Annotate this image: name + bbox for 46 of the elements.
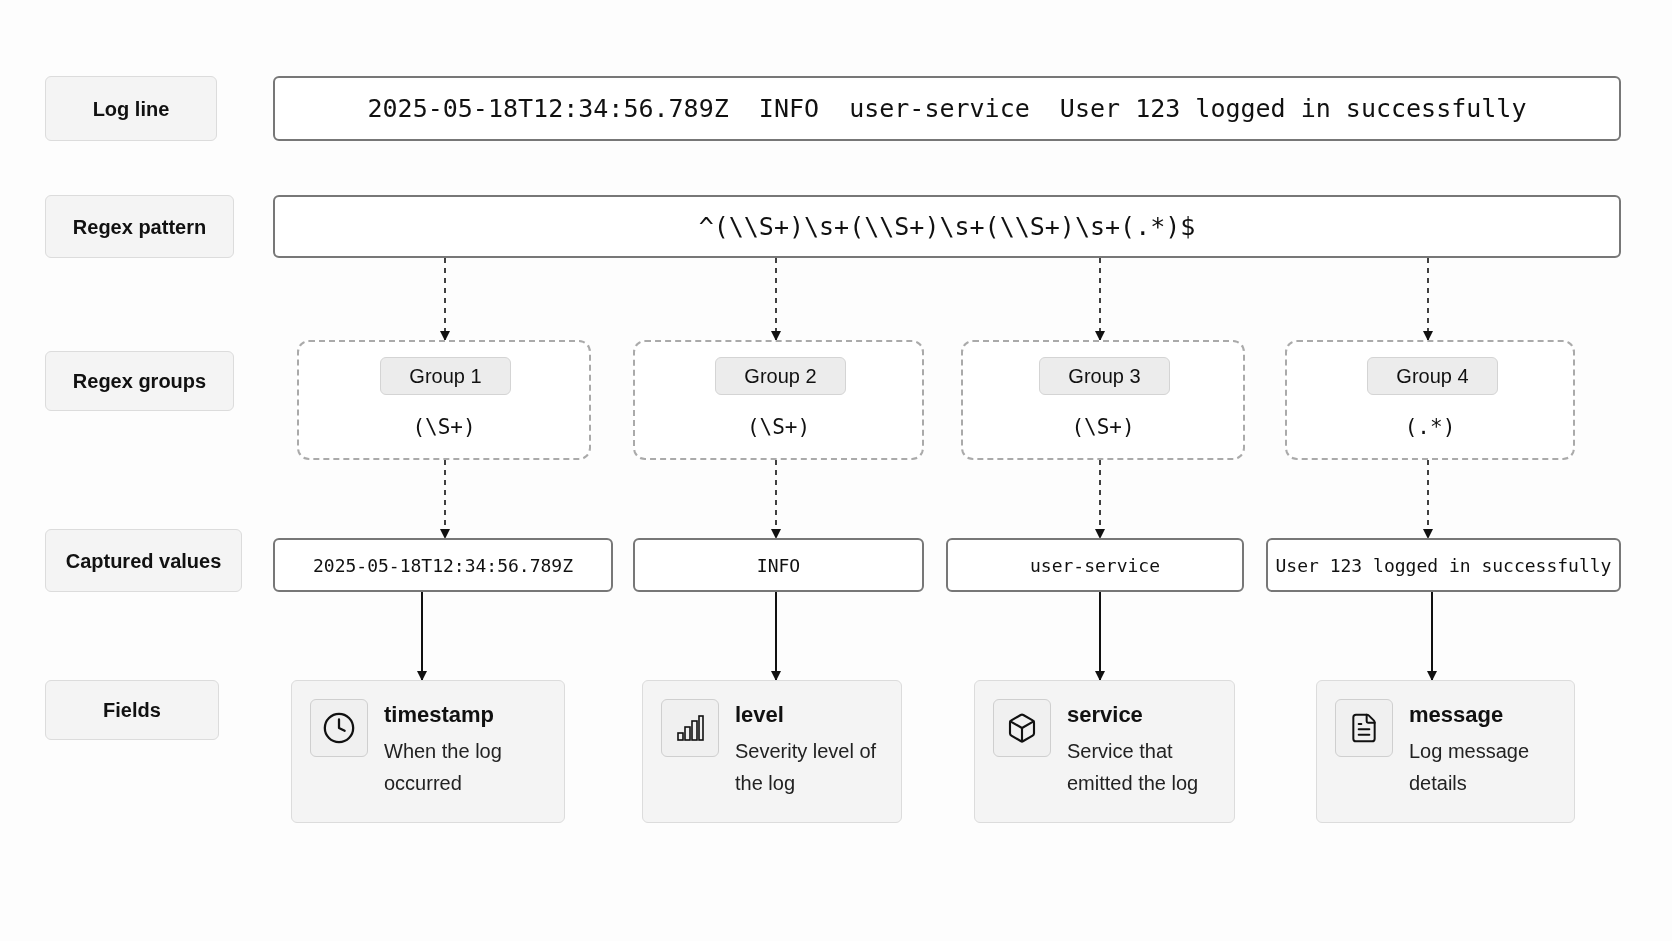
field-name: level [735, 701, 785, 729]
arrow [771, 591, 781, 681]
regex-pattern-box: ^(\\S+)\s+(\\S+)\s+(\\S+)\s+(.*)$ [273, 195, 1621, 258]
arrow [771, 257, 781, 341]
field-card [1316, 680, 1575, 823]
regex-group-box [297, 340, 591, 460]
row-label: Regex groups [45, 351, 234, 411]
arrow [440, 257, 450, 341]
arrow [1095, 459, 1105, 539]
arrow [1423, 257, 1433, 341]
field-card [291, 680, 565, 823]
group-tag: Group 3 [1039, 357, 1170, 395]
field-name: timestamp [384, 701, 496, 729]
field-description: When the log occurred [384, 739, 503, 796]
captured-value-box: INFO [633, 538, 924, 592]
field-description: Service that emitted the log [1067, 739, 1200, 796]
row-label: Fields [45, 680, 219, 740]
field-description: Log message details [1409, 739, 1531, 796]
field-name: message [1409, 701, 1505, 729]
field-card [642, 680, 902, 823]
regex-group-box [1285, 340, 1575, 460]
group-tag: Group 4 [1367, 357, 1498, 395]
regex-group-box [961, 340, 1245, 460]
field-card [974, 680, 1235, 823]
arrow [440, 459, 450, 539]
group-tag: Group 1 [380, 357, 511, 395]
regex-group-box [633, 340, 924, 460]
row-label: Regex pattern [45, 195, 234, 258]
row-label: Log line [45, 76, 217, 141]
group-pattern: (\S+) [1070, 414, 1136, 441]
group-pattern: (.*) [1403, 414, 1457, 441]
group-tag: Group 2 [715, 357, 846, 395]
captured-value-box: user-service [946, 538, 1244, 592]
field-name: service [1067, 701, 1144, 729]
arrow [1095, 257, 1105, 341]
captured-value-box: 2025-05-18T12:34:56.789Z [273, 538, 613, 592]
row-label: Captured values [45, 529, 242, 592]
group-pattern: (\S+) [411, 414, 477, 441]
field-description: Severity level of the log [735, 739, 878, 796]
arrow [771, 459, 781, 539]
arrow [1427, 591, 1437, 681]
arrow [1423, 459, 1433, 539]
arrow [417, 591, 427, 681]
captured-value-box: User 123 logged in successfully [1266, 538, 1621, 592]
arrow [1095, 591, 1105, 681]
group-pattern: (\S+) [745, 414, 812, 441]
